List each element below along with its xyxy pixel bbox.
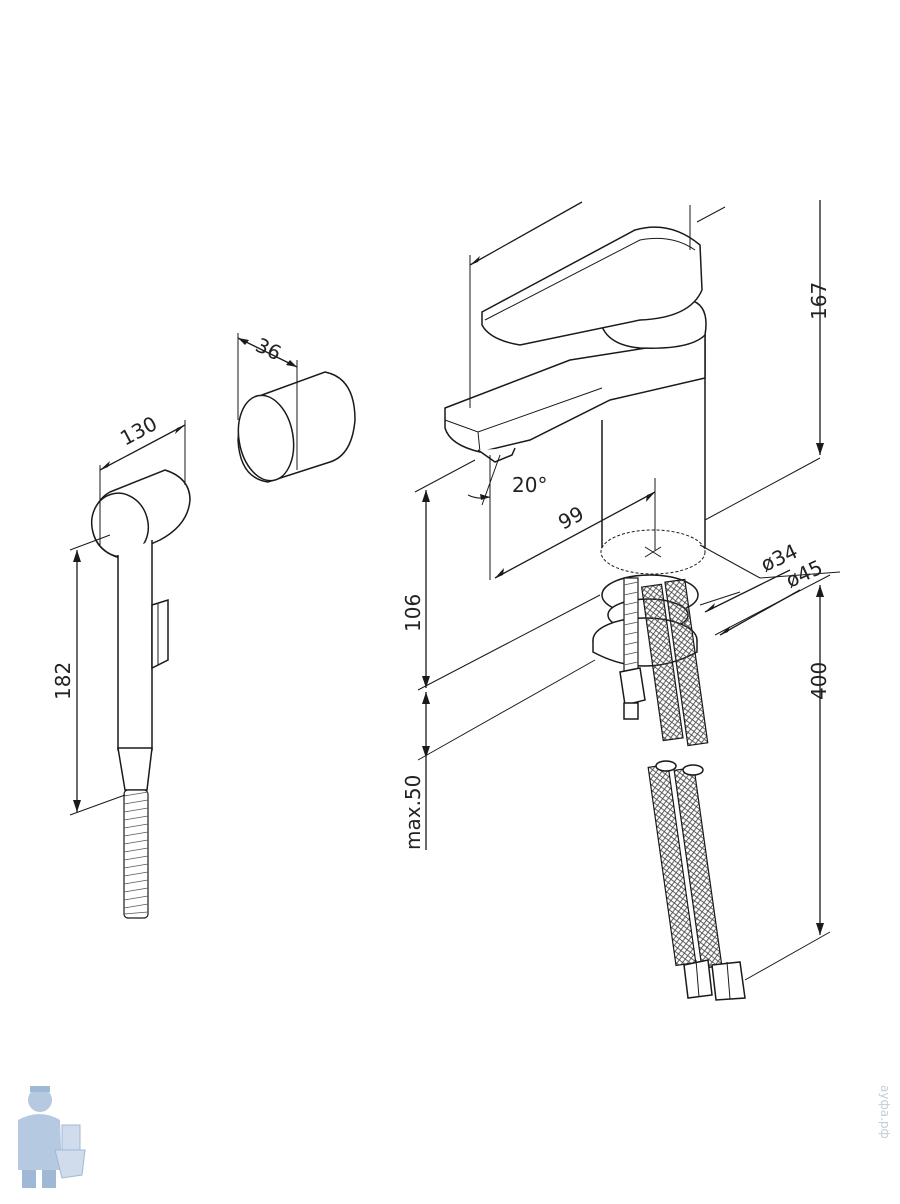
watermark-text: ауфа.рф (878, 1085, 892, 1139)
dim-167: 167 (807, 200, 831, 455)
faucet (444, 226, 707, 560)
plumber-logo (18, 1086, 86, 1188)
wall-holder (237, 371, 356, 483)
dim-label-400: 400 (807, 662, 831, 700)
dim-diameters: ø34 ø45 (699, 457, 841, 636)
dim-label-167: 167 (807, 282, 831, 320)
dim-label-36: 36 (252, 333, 285, 366)
dim-label-20deg: 20° (512, 473, 547, 497)
dim-label-130: 130 (116, 411, 161, 450)
dim-400: 400 (744, 585, 831, 981)
dim-label-max50: max.50 (401, 775, 425, 850)
dim-label-106: 106 (401, 594, 425, 632)
dim-106: 106 (401, 459, 601, 691)
dim-angle: 20° (467, 454, 547, 580)
dim-182: 182 (51, 534, 126, 816)
dim-max50: max.50 (401, 659, 596, 850)
site-watermark: ауфа.рф (874, 1085, 894, 1195)
flexible-hoses (640, 578, 746, 1001)
dim-label-182: 182 (51, 662, 75, 700)
hand-shower (90, 469, 191, 919)
dim-top-reach (469, 201, 726, 408)
dim-label-99: 99 (554, 501, 588, 534)
